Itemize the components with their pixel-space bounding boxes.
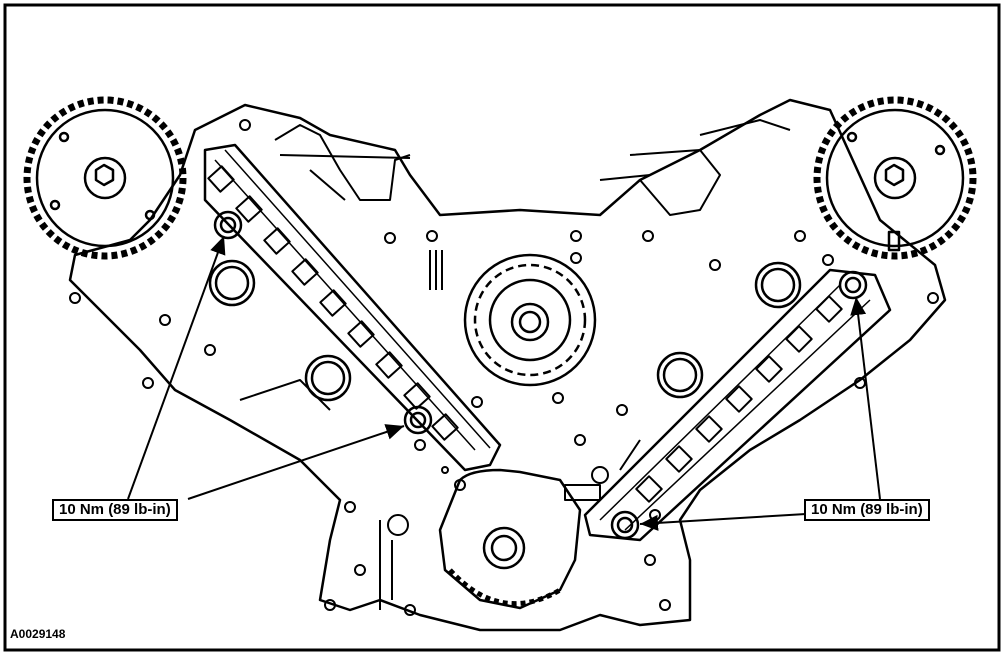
diagram-border (3, 3, 1001, 652)
left-cam-sprocket (23, 96, 187, 260)
right-cam-sprocket (813, 96, 977, 260)
leader-right-lower (639, 513, 807, 531)
bores (208, 259, 802, 402)
lower-details (239, 379, 641, 610)
leader-lines (127, 235, 881, 531)
bolt-holes (69, 119, 939, 616)
left-chain-guide (203, 143, 502, 472)
upper-brackets (274, 119, 791, 290)
right-chain-guide (583, 268, 892, 542)
leader-right-upper (850, 296, 881, 500)
figure-id-label: A0029148 (10, 627, 66, 641)
torque-callout-left: 10 Nm (89 lb-in) (52, 499, 178, 521)
leader-left-lower (187, 424, 405, 500)
torque-callout-right: 10 Nm (89 lb-in) (804, 499, 930, 521)
leader-left-upper (127, 235, 226, 500)
engine-block-outline (68, 98, 947, 632)
water-pump (463, 253, 597, 387)
engine-front-drawing (23, 96, 977, 632)
crank-sprocket (438, 468, 582, 610)
